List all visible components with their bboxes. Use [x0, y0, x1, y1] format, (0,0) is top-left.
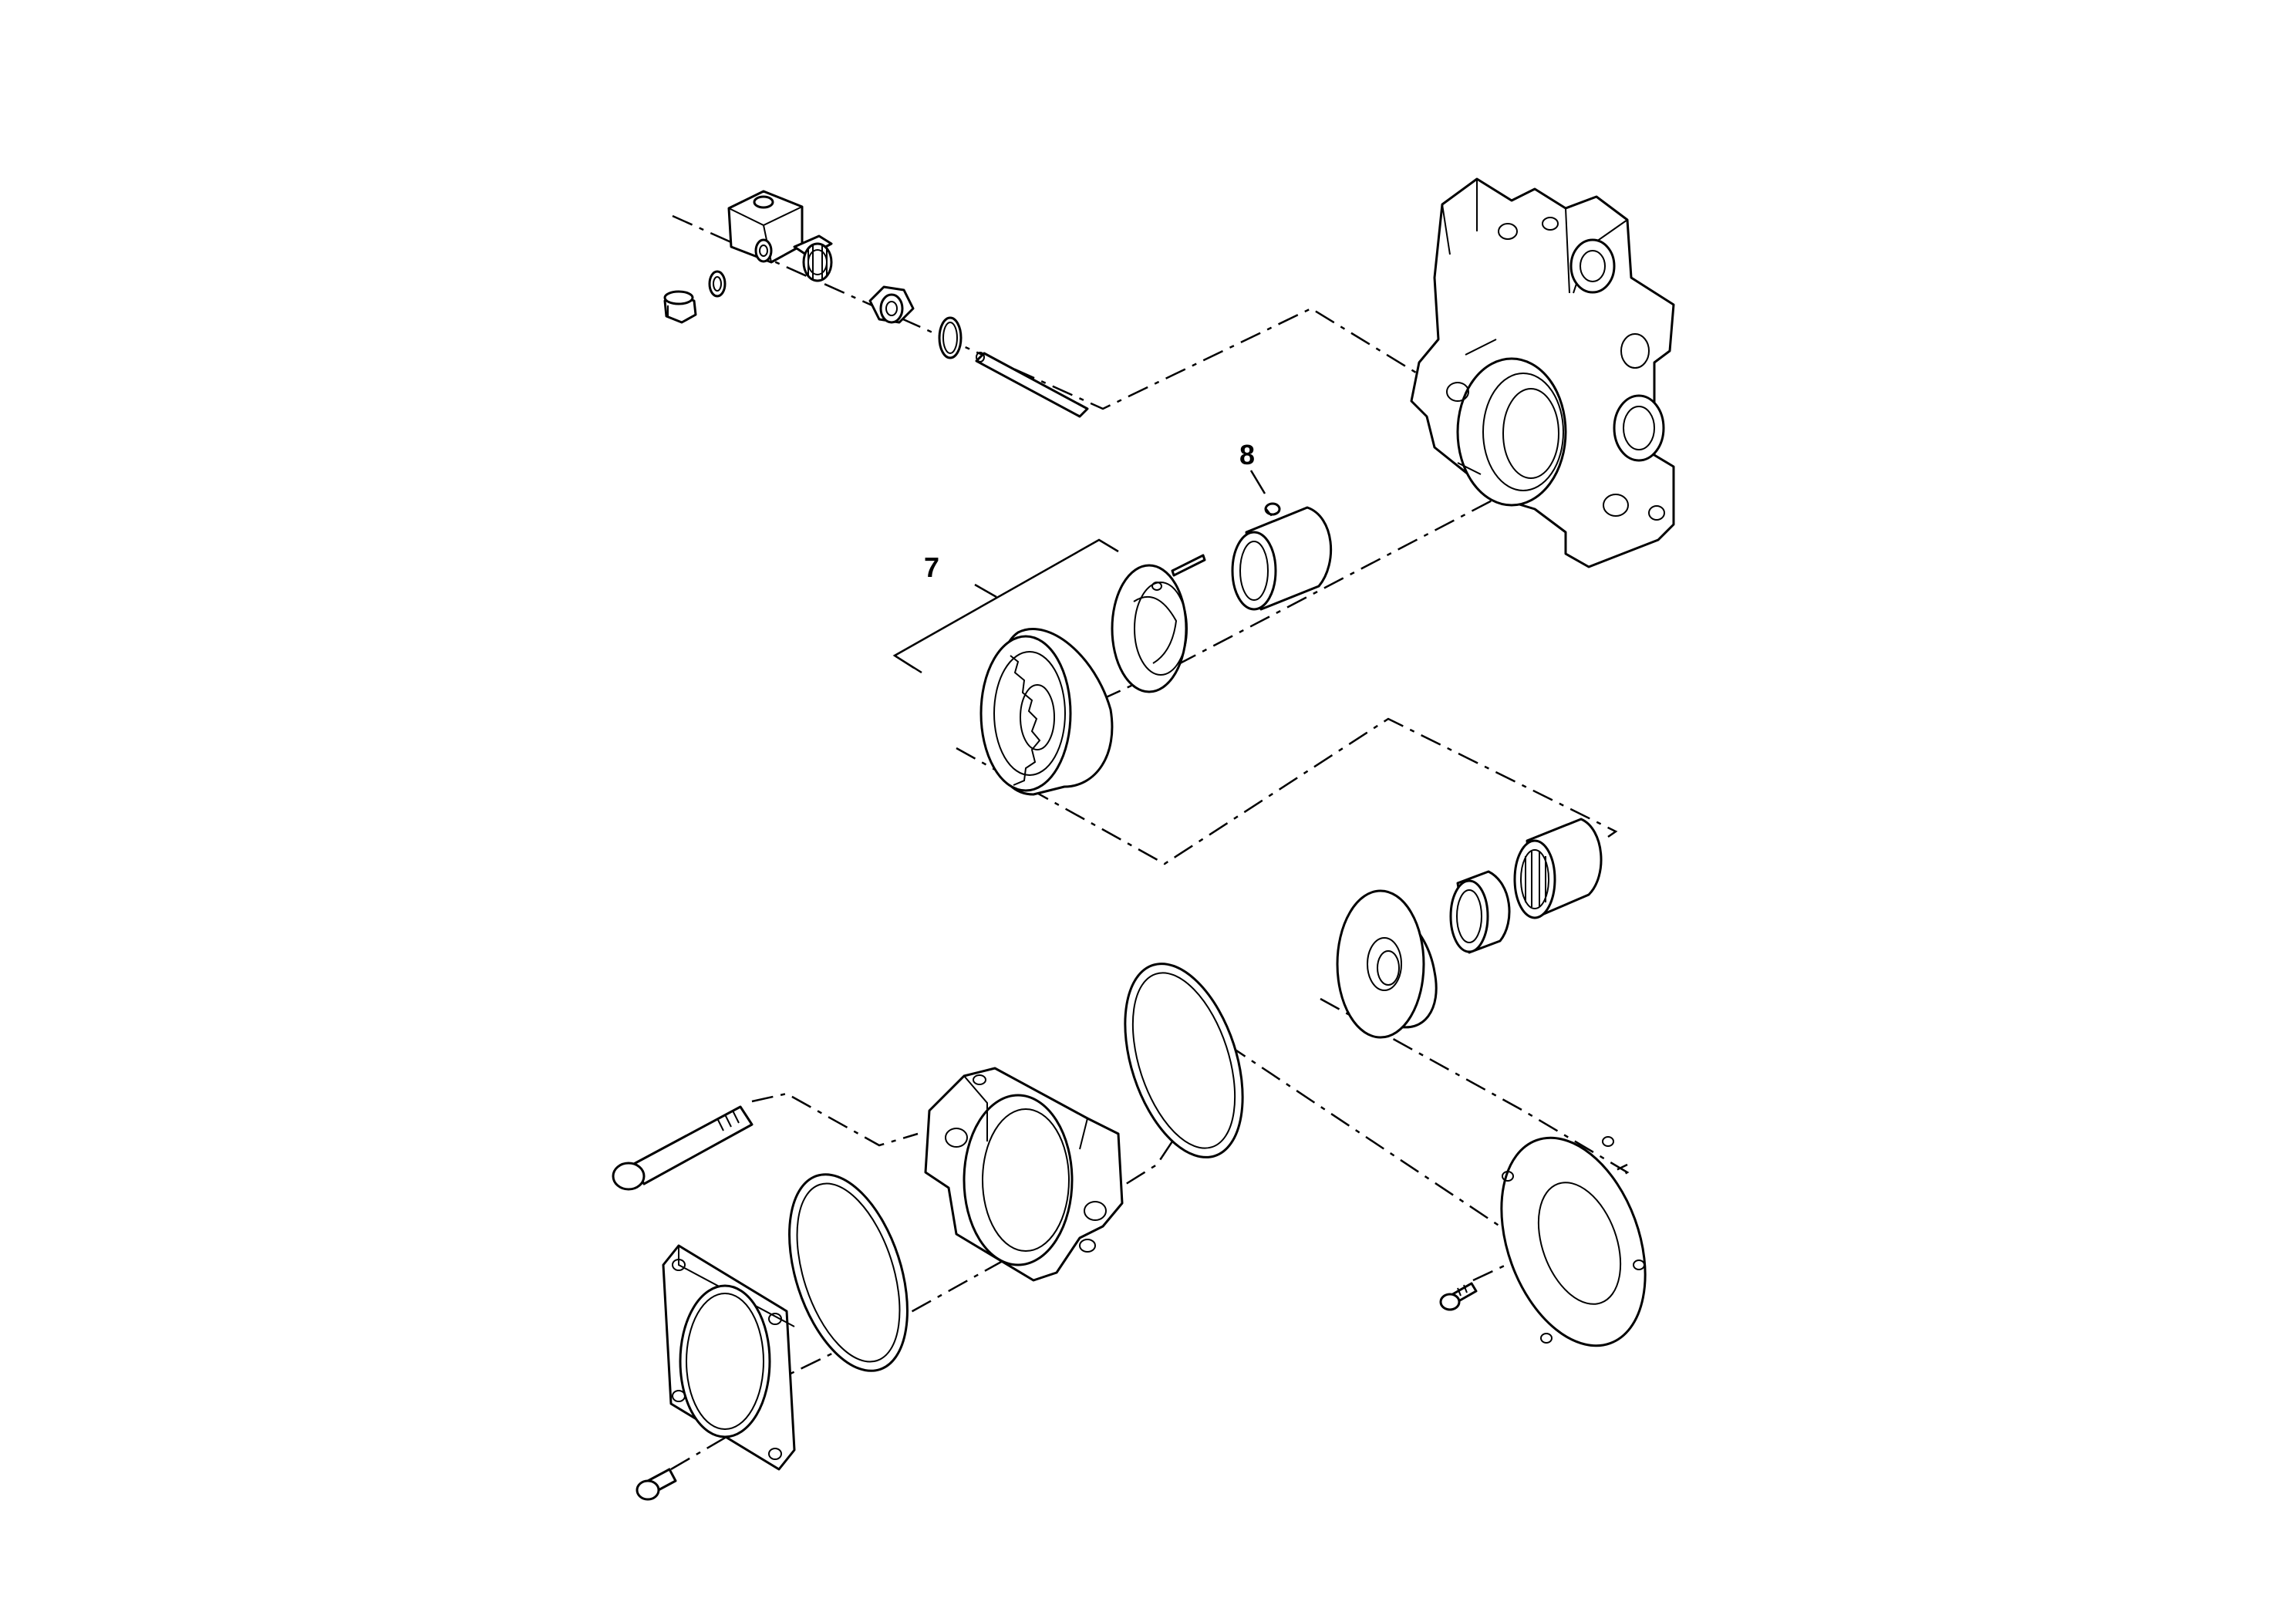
- axis-top-valve: [672, 214, 1451, 410]
- thrust-washer-icon: [1336, 889, 1438, 1039]
- callout-7-bracket-tail: [894, 654, 922, 674]
- cover-plate-icon: [662, 1244, 796, 1471]
- callout-group-8: 8: [1239, 439, 1266, 494]
- gear-rotor-assembly: [979, 502, 1333, 796]
- washer-icon: [708, 270, 727, 298]
- callout-8-label: 8: [1239, 439, 1255, 470]
- long-bolt-icon: [612, 1105, 754, 1191]
- spacer-ring-icon: [1449, 870, 1511, 954]
- axis-lower-right: [1320, 997, 1630, 1179]
- bearing-assembly: [1336, 818, 1603, 1039]
- hex-nut-icon: [868, 285, 915, 324]
- o-ring-large-upper-icon: [1124, 963, 1244, 1158]
- dowel-icon: [1264, 502, 1281, 517]
- small-screw-icon: [1439, 1282, 1478, 1311]
- side-plate-icon: [1111, 564, 1188, 693]
- gear-ring-icon: [979, 628, 1114, 796]
- o-ring-large-lower-icon: [788, 1173, 909, 1372]
- valve-assembly: [663, 190, 1089, 418]
- callout-7-label: 7: [924, 551, 939, 583]
- callout-7-leader: [974, 583, 997, 599]
- needle-bearing-icon: [1513, 818, 1603, 919]
- callout-group-7: 7: [892, 538, 1119, 674]
- o-ring-small-icon: [938, 316, 963, 359]
- cap-screw-icon: [636, 1468, 677, 1501]
- round-cover-icon: [1500, 1136, 1647, 1347]
- pin-icon: [975, 352, 1089, 418]
- plug-icon: [663, 290, 697, 324]
- flange-housing-icon: [924, 1067, 1124, 1282]
- valve-block-icon: [727, 190, 833, 282]
- key-pin-icon: [1171, 554, 1206, 577]
- pump-housing-icon: [1410, 177, 1675, 568]
- axis-mid-return: [956, 717, 1618, 865]
- callout-8-leader: [1249, 470, 1266, 494]
- axis-bolt-upper: [751, 1092, 919, 1147]
- bushing-icon: [1231, 506, 1333, 611]
